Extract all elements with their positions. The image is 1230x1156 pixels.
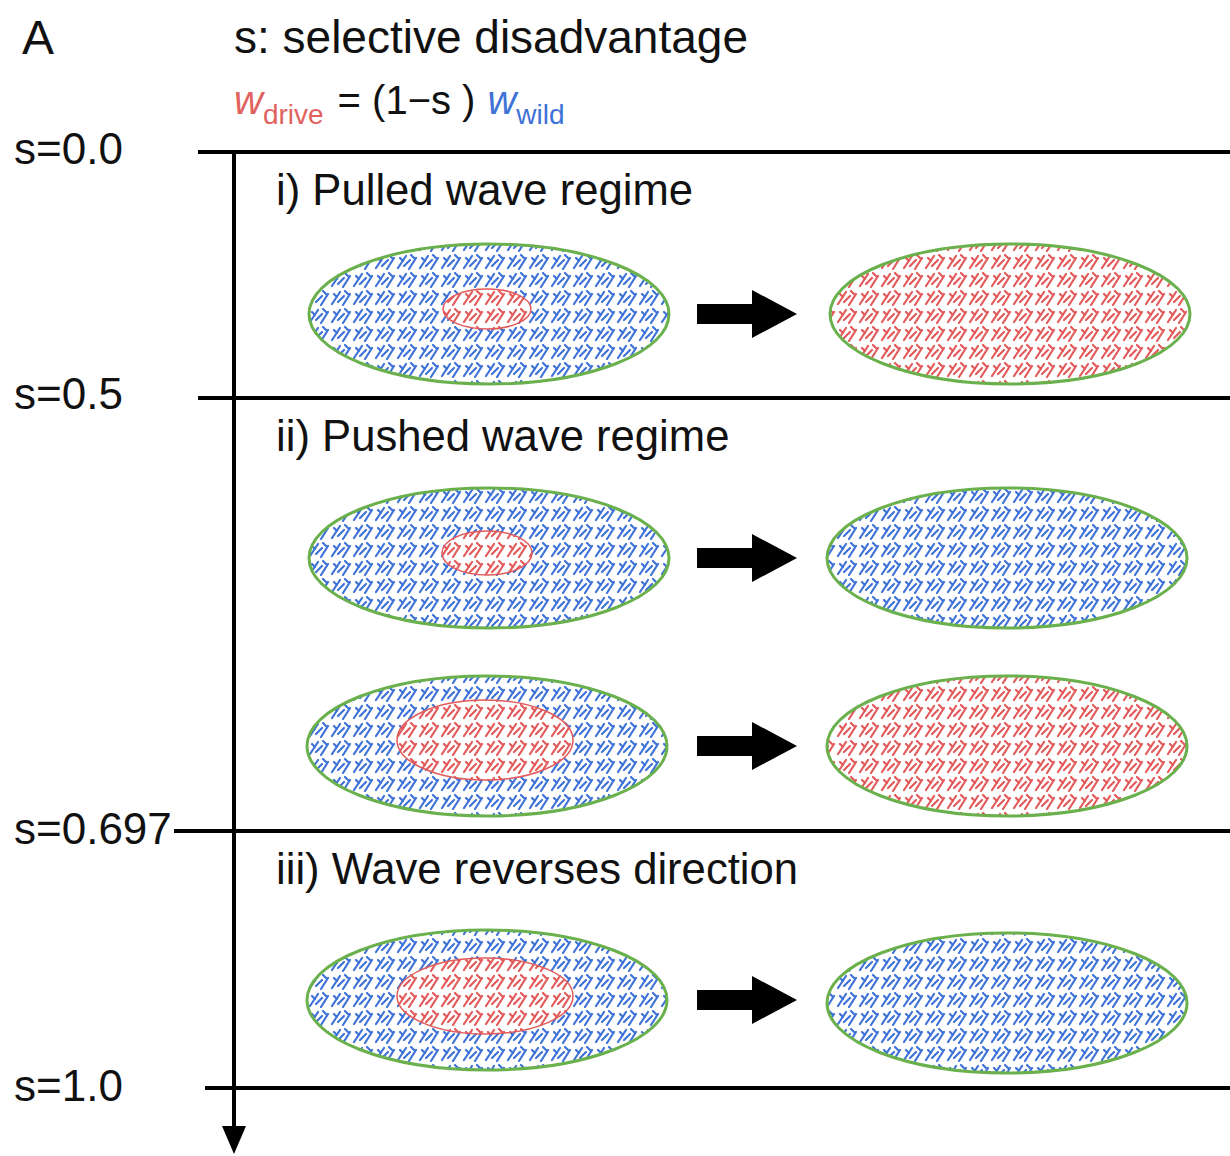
population-pair	[307, 930, 1187, 1073]
regime-band: iii) Wave reverses direction	[234, 833, 1230, 1086]
formula-symbol: w	[234, 78, 263, 122]
panel-letter: A	[22, 12, 54, 65]
axis-value: s=0.5	[14, 370, 125, 418]
population-pair	[309, 488, 1187, 628]
population-pair	[307, 676, 1187, 816]
axis-value: s=0.0	[14, 125, 125, 173]
diagram-title: s: selective disadvantage	[234, 12, 748, 63]
regime-band: ii) Pushed wave regime	[234, 400, 1230, 829]
band-heading: iii) Wave reverses direction	[276, 845, 1230, 893]
boundary-line	[205, 1086, 1230, 1090]
boundary-line	[172, 829, 1230, 833]
formula-subscript: drive	[263, 99, 324, 130]
band-heading: i) Pulled wave regime	[276, 166, 1230, 214]
band-heading: ii) Pushed wave regime	[276, 412, 1230, 460]
population-pair	[309, 244, 1190, 384]
boundary-line	[198, 150, 1230, 154]
formula-subscript: wild	[516, 99, 564, 130]
axis-arrowhead	[222, 1126, 246, 1154]
axis-line	[232, 150, 236, 1128]
axis-value: s=0.697	[14, 805, 174, 853]
boundary-line	[198, 396, 1230, 400]
fitness-formula: wdrive= (1−s )wwild	[234, 76, 579, 132]
formula-symbol: w	[487, 78, 516, 122]
regime-band: i) Pulled wave regime	[234, 154, 1230, 396]
axis-value: s=1.0	[14, 1062, 125, 1110]
formula-text: = (1−s )	[338, 78, 476, 122]
